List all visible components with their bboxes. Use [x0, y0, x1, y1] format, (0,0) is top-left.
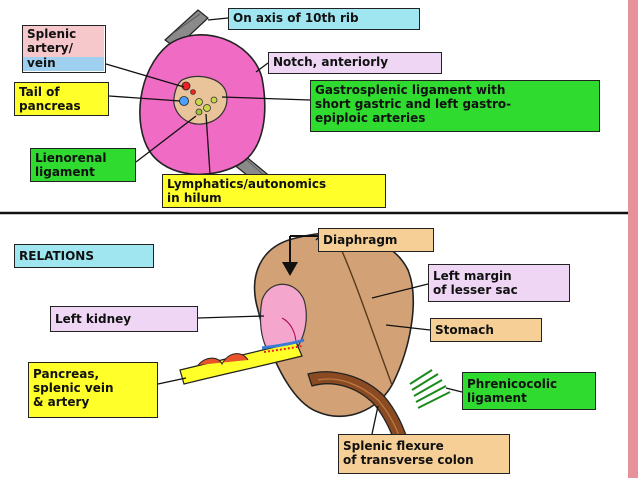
label-lienorenal-ligament: Lienorenal ligament [30, 148, 136, 182]
label-rib-axis: On axis of 10th rib [228, 8, 420, 30]
label-pancreas-splenic-vessels: Pancreas, splenic vein & artery [28, 362, 158, 418]
splenic-artery-dot [181, 81, 191, 91]
splenic-vein-dot [179, 96, 189, 106]
lymph-node-4 [210, 96, 218, 104]
label-gastrosplenic-ligament: Gastrosplenic ligament with short gastri… [310, 80, 600, 132]
vessel-dot-small [190, 89, 196, 95]
label-splenic-artery-vein-bottom: vein [23, 57, 104, 71]
top-leader-lines [105, 17, 311, 175]
lymph-node-2 [203, 104, 211, 112]
pancreas-tail [179, 341, 303, 385]
diaphragm-arrow [282, 235, 320, 276]
label-notch: Notch, anteriorly [268, 52, 442, 74]
label-phrenicocolic-ligament: Phrenicocolic ligament [462, 372, 596, 410]
phrenicocolic-ligament [409, 369, 451, 409]
label-relations: RELATIONS [14, 244, 154, 268]
label-diaphragm: Diaphragm [318, 228, 434, 252]
label-left-margin-lesser-sac: Left margin of lesser sac [428, 264, 570, 302]
label-lymphatics: Lymphatics/autonomics in hilum [162, 174, 386, 208]
label-splenic-artery-vein: Splenic artery/ vein [22, 25, 106, 73]
label-splenic-flexure: Splenic flexure of transverse colon [338, 434, 510, 474]
label-tail-of-pancreas: Tail of pancreas [14, 82, 109, 116]
lymph-node-3 [195, 108, 203, 116]
splenic-vein-artery [261, 338, 305, 350]
spleen-body [253, 232, 414, 417]
slide-side-strip [628, 0, 638, 478]
label-splenic-artery-vein-top: Splenic artery/ [23, 26, 104, 57]
label-left-kidney: Left kidney [50, 306, 198, 332]
label-stomach: Stomach [430, 318, 542, 342]
lymph-node-1 [195, 98, 203, 106]
gastric-impression [337, 241, 393, 386]
